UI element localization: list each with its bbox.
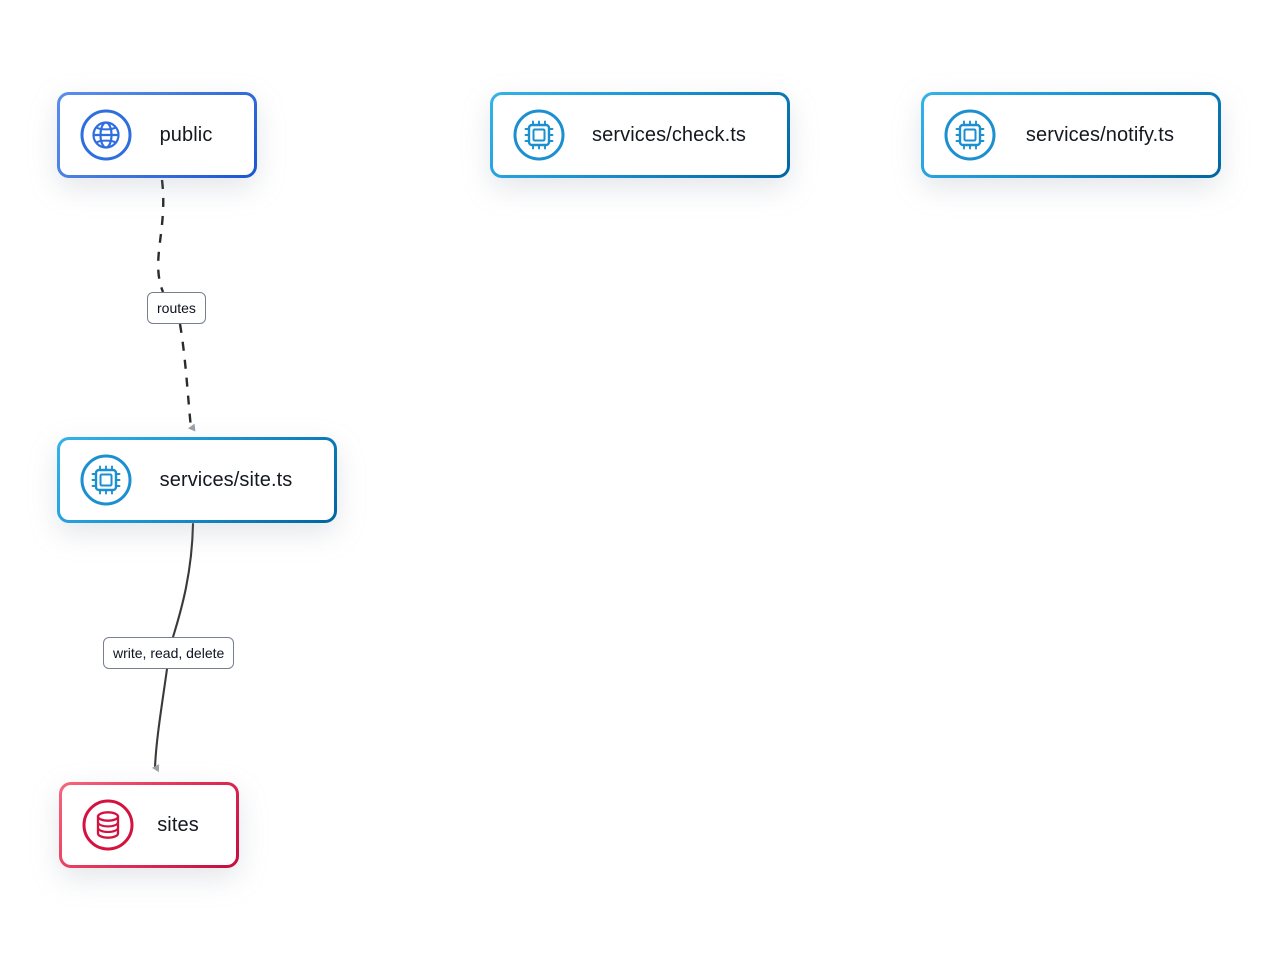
edge-label-routes: routes (147, 292, 206, 324)
node-services-site-label: services/site.ts (159, 468, 293, 491)
edge-public-to-site-tail (178, 323, 196, 432)
node-services-notify-label: services/notify.ts (1025, 123, 1175, 146)
node-sites-database-label: sites (157, 813, 199, 836)
edge-label-write-read-delete: write, read, delete (103, 637, 235, 669)
node-public[interactable]: public (57, 92, 257, 178)
chip-icon (78, 452, 134, 508)
chip-icon (942, 107, 998, 163)
globe-icon (78, 107, 134, 163)
edge-site-to-sites (171, 522, 195, 639)
node-services-site[interactable]: services/site.ts (57, 437, 337, 523)
chip-icon (511, 107, 567, 163)
edge-public-to-site (156, 179, 165, 293)
node-public-label: public (159, 123, 213, 146)
node-services-check-label: services/check.ts (592, 123, 746, 146)
edge-site-to-sites-tail (152, 667, 169, 773)
node-sites-database[interactable]: sites (59, 782, 239, 868)
node-services-notify[interactable]: services/notify.ts (921, 92, 1221, 178)
database-icon (80, 797, 136, 853)
node-services-check[interactable]: services/check.ts (490, 92, 790, 178)
